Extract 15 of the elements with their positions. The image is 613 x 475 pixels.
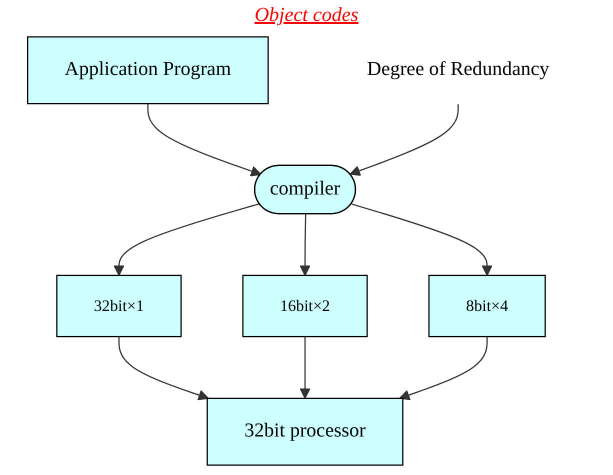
arrow [351, 203, 492, 276]
arrow [299, 336, 310, 399]
arrow [146, 104, 261, 176]
node-box: Application Program [26, 36, 268, 104]
arrow [118, 336, 208, 400]
arrow [398, 336, 488, 400]
arrow [113, 203, 260, 276]
node-box: 32bit×1 [56, 274, 182, 338]
annotation-text: Object codes [254, 4, 358, 26]
arrow [349, 104, 458, 176]
node-box: 8bit×4 [428, 274, 546, 338]
node-box: 16bit×2 [242, 274, 368, 338]
node-text: Degree of Redundancy [366, 59, 549, 80]
arrow [299, 214, 310, 276]
node-box: 32bit processor [206, 398, 403, 466]
